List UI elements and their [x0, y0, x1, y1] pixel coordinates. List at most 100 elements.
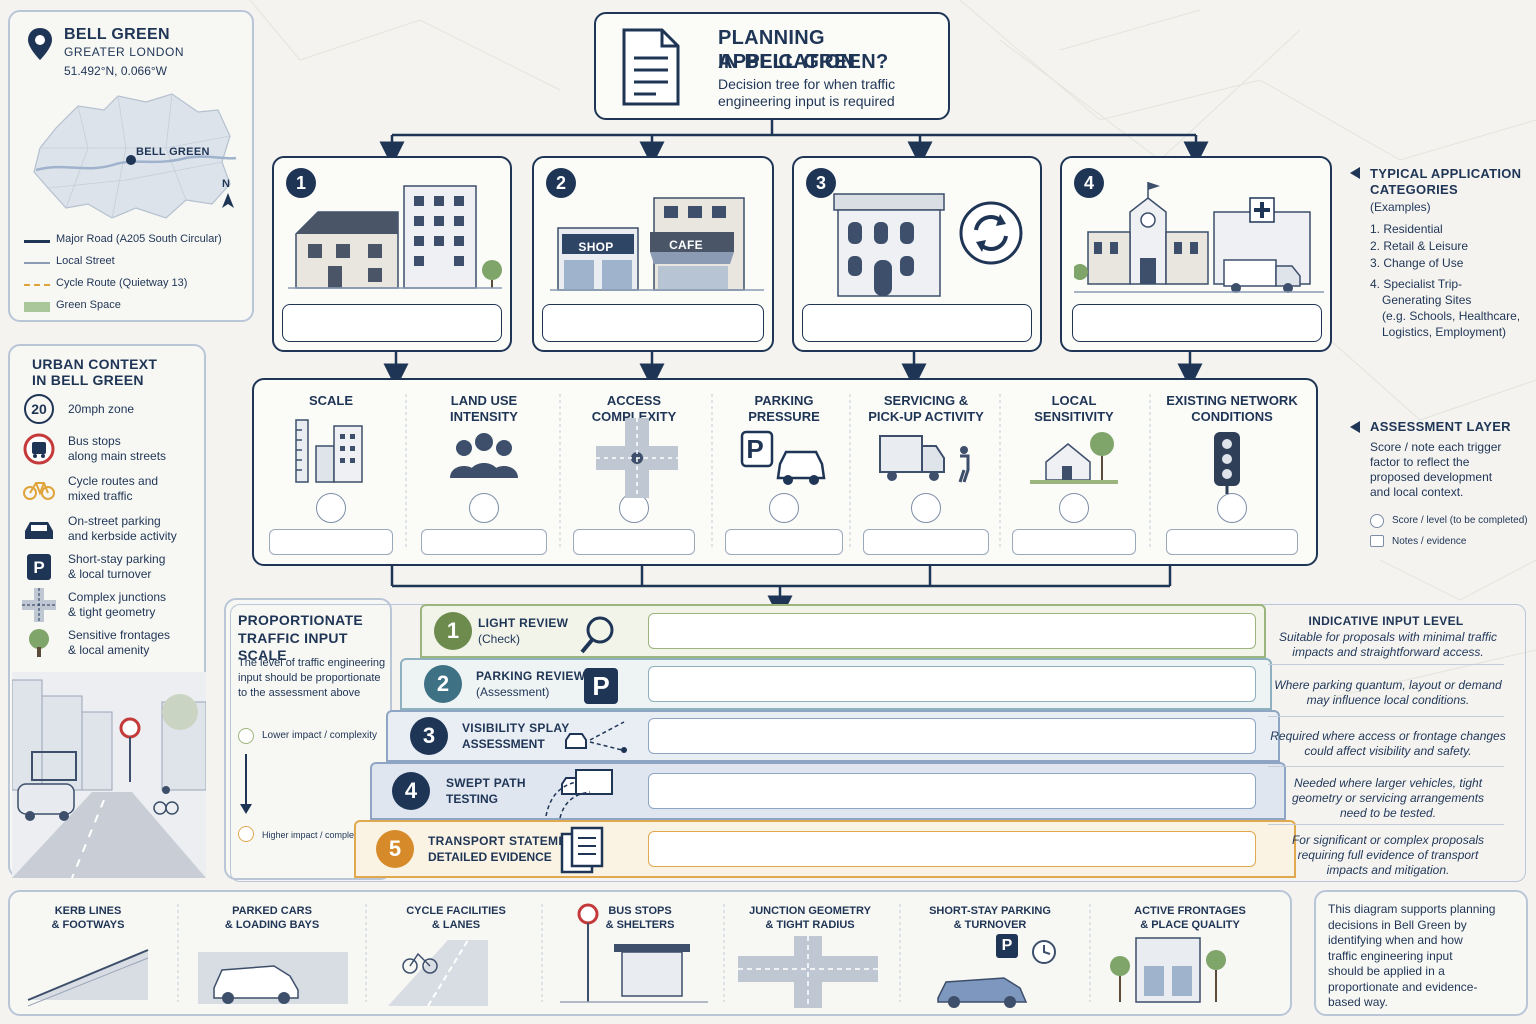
- category-input-4[interactable]: [1072, 304, 1322, 342]
- bottom-item-line1: KERB LINES: [54, 905, 122, 917]
- bottom-item-line1: BUS STOPS: [608, 905, 672, 917]
- proportionate-scale-panel: PROPORTIONATE TRAFFIC INPUT SCALE The le…: [224, 598, 392, 880]
- bottom-item-line1: SHORT-STAY PARKING: [929, 905, 1051, 917]
- tier-label-line1: PARKING REVIEW: [476, 669, 586, 683]
- bottom-illustrations: [27, 903, 1226, 1008]
- factor-notes-box[interactable]: [1166, 529, 1298, 555]
- categories-side-title-2: CATEGORIES: [1370, 182, 1458, 197]
- context-item-line2: & local turnover: [68, 567, 152, 581]
- context-title-2: IN BELL GREEN: [32, 372, 144, 388]
- tier-label-line1: TRANSPORT STATEMENT /: [428, 834, 591, 848]
- pointer-left-icon: [1350, 421, 1360, 433]
- category-list-item: (e.g. Schools, Healthcare,: [1382, 309, 1521, 323]
- short-stay-parking-icon: [937, 934, 1056, 1008]
- car-icon: [22, 512, 56, 546]
- category-number: 1: [286, 168, 316, 198]
- tier-4-input[interactable]: [648, 773, 1256, 809]
- factor-score-circle[interactable]: [469, 493, 499, 523]
- document-icon: [622, 28, 680, 106]
- visibility-splay-icon: [565, 721, 627, 753]
- categories-side-sub: (Examples): [1370, 200, 1431, 214]
- factor-notes-box[interactable]: [725, 529, 843, 555]
- category-card-specialist: 4: [1060, 156, 1332, 352]
- active-frontage-icon: [1110, 937, 1226, 1003]
- residential-buildings-icon: [288, 185, 502, 289]
- indicative-line: impacts and mitigation.: [1326, 863, 1450, 877]
- parking-letter: P: [27, 554, 51, 580]
- score-legend-label: Score / level (to be completed): [1392, 515, 1528, 526]
- tier-number: 5: [376, 830, 414, 868]
- tier-label-line1: VISIBILITY SPLAY: [462, 721, 570, 735]
- junction-icon: [22, 588, 56, 622]
- indicative-line: For significant or complex proposals: [1291, 833, 1485, 847]
- factor-score-circle[interactable]: [1059, 493, 1089, 523]
- parking-letter: P: [746, 434, 764, 464]
- legend-label: Local Street: [56, 255, 115, 267]
- refresh-cycle-icon: [959, 201, 1023, 265]
- tier-label-line2: TESTING: [446, 792, 499, 806]
- category-input-2[interactable]: [542, 304, 764, 342]
- category-list-item: 3. Change of Use: [1370, 256, 1464, 270]
- parking-icon: P: [22, 550, 56, 584]
- delivery-truck-icon: [879, 435, 970, 483]
- factor-notes-box[interactable]: [863, 529, 989, 555]
- factor-title-line2: INTENSITY: [450, 409, 518, 424]
- location-coords: 51.492°N, 0.066°W: [64, 64, 167, 78]
- category-input-1[interactable]: [282, 304, 502, 342]
- context-item-line2: along main streets: [68, 449, 167, 463]
- indicative-line: Suitable for proposals with minimal traf…: [1278, 630, 1498, 644]
- factor-notes-box[interactable]: [269, 529, 393, 555]
- scale-icon: [295, 419, 363, 483]
- context-item-line1: 20mph zone: [68, 401, 135, 416]
- documents-icon: [560, 826, 604, 874]
- factor-title-line1: EXISTING NETWORK: [1166, 393, 1298, 408]
- junction-icon: [596, 418, 678, 498]
- bottom-item-line1: CYCLE FACILITIES: [406, 905, 506, 917]
- divider: [1268, 824, 1504, 825]
- factor-notes-box[interactable]: [1012, 529, 1136, 555]
- category-list-item: 2. Retail & Leisure: [1370, 239, 1469, 253]
- context-item-line2: & tight geometry: [68, 605, 156, 619]
- bottom-item-line2: & FOOTWAYS: [51, 919, 125, 931]
- tier-label-line1: LIGHT REVIEW: [478, 616, 569, 630]
- assessment-side-title: ASSESSMENT LAYER: [1370, 419, 1511, 434]
- lower-impact-label: Lower impact / complexity: [262, 730, 378, 741]
- note-line: decisions in Bell Green by: [1328, 917, 1467, 932]
- notes-legend-marker: [1370, 535, 1384, 547]
- factor-title-line2: PICK-UP ACTIVITY: [868, 409, 984, 424]
- factor-notes-box[interactable]: [573, 529, 695, 555]
- tree-icon: [22, 626, 56, 660]
- tier-5-input[interactable]: [648, 831, 1256, 867]
- tier-2-input[interactable]: [648, 666, 1256, 702]
- tier-1-input[interactable]: [648, 613, 1256, 649]
- factor-notes-box[interactable]: [421, 529, 547, 555]
- factor-title-line1: LOCAL: [1051, 393, 1097, 408]
- tier-label-line2: (Check): [478, 632, 521, 646]
- context-item-line1: On-street parking: [68, 514, 161, 528]
- factor-score-circle[interactable]: [316, 493, 346, 523]
- factor-title-line1: LAND USE: [450, 393, 518, 408]
- factor-score-circle[interactable]: [911, 493, 941, 523]
- category-card-residential: 1: [272, 156, 512, 352]
- tier-3-input[interactable]: [648, 718, 1256, 754]
- note-line: proportionate and evidence-: [1328, 979, 1478, 994]
- tier-label-line2: DETAILED EVIDENCE: [428, 850, 552, 864]
- category-list-item: 4. Specialist Trip-: [1370, 277, 1463, 291]
- page-subtitle-line1: Decision tree for when traffic: [718, 76, 896, 92]
- context-item-text: Sensitive frontages& local amenity: [68, 628, 170, 658]
- category-list-item: 1. Residential: [1370, 222, 1443, 236]
- indicative-title: INDICATIVE INPUT LEVEL: [1308, 614, 1464, 628]
- category-input-3[interactable]: [802, 304, 1032, 342]
- tier-number: 3: [410, 717, 448, 755]
- factor-score-circle[interactable]: [769, 493, 799, 523]
- context-item-line2: & local amenity: [68, 643, 150, 657]
- context-title-1: URBAN CONTEXT: [32, 356, 158, 372]
- note-panel: [1314, 890, 1528, 1016]
- factor-score-circle[interactable]: [1217, 493, 1247, 523]
- note-line: This diagram supports planning: [1328, 902, 1496, 916]
- legend-swatch: [24, 240, 50, 243]
- bus-stop-icon: [560, 903, 708, 1003]
